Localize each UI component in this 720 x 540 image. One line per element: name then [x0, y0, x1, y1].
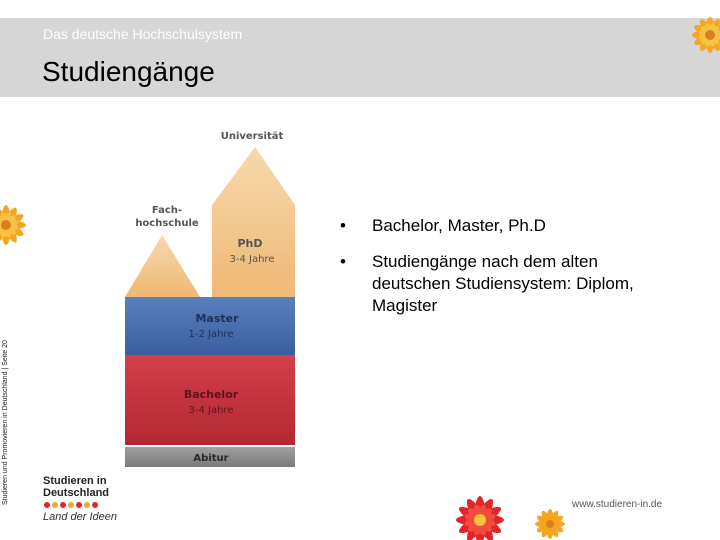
phd-years-label: 3-4 Jahre: [230, 254, 275, 265]
section-supertitle: Das deutsche Hochschulsystem: [43, 26, 243, 42]
abitur-label: Abitur: [193, 453, 228, 464]
logo-line-1: Studieren in: [43, 475, 107, 487]
bachelor-block-fill: [125, 355, 295, 445]
fachhochschule-label-1: Fach-: [152, 205, 182, 216]
master-years-label: 1-2 Jahre: [189, 329, 234, 340]
bullet-text: Bachelor, Master, Ph.D: [372, 216, 546, 235]
bullet-item: • Bachelor, Master, Ph.D: [340, 215, 680, 237]
universitaet-label: Universität: [221, 131, 284, 142]
flower-left-icon: [0, 205, 26, 245]
bullet-list: • Bachelor, Master, Ph.D • Studiengänge …: [340, 215, 680, 331]
phd-label: PhD: [237, 237, 262, 250]
website-url[interactable]: www.studieren-in.de: [572, 499, 663, 510]
universitaet-tower: [212, 147, 295, 297]
logo-line-3: Land der Ideen: [43, 511, 118, 523]
bachelor-years-label: 3-4 Jahre: [189, 405, 234, 416]
header-band: Das deutsche Hochschulsystem Studiengäng…: [0, 18, 720, 97]
flower-top-right-icon: [692, 17, 720, 53]
bullet-item: • Studiengänge nach dem alten deutschen …: [340, 251, 680, 317]
page-title: Studiengänge: [42, 56, 215, 87]
fachhochschule-label-2: hochschule: [135, 218, 199, 229]
bullet-dot-icon: •: [340, 252, 346, 271]
bullet-text: Studiengänge nach dem alten deutschen St…: [372, 252, 634, 315]
degree-house-diagram: Universität Fach- hochschule PhD 3-4 Jah…: [125, 131, 295, 467]
logo-line-2: Deutschland: [43, 487, 110, 499]
bachelor-label: Bachelor: [184, 388, 239, 401]
master-block: [125, 297, 295, 355]
vertical-footer-label: Studieren und Promovieren in Deutschland…: [2, 340, 9, 505]
flower-bottom-icon: [456, 496, 565, 540]
abitur-block: [125, 447, 295, 467]
master-label: Master: [195, 312, 239, 325]
logo: Studieren in Deutschland Land der Ideen: [43, 475, 117, 523]
fachhochschule-roof: [125, 235, 200, 297]
logo-dots-icon: [44, 502, 98, 508]
bullet-dot-icon: •: [340, 216, 346, 235]
